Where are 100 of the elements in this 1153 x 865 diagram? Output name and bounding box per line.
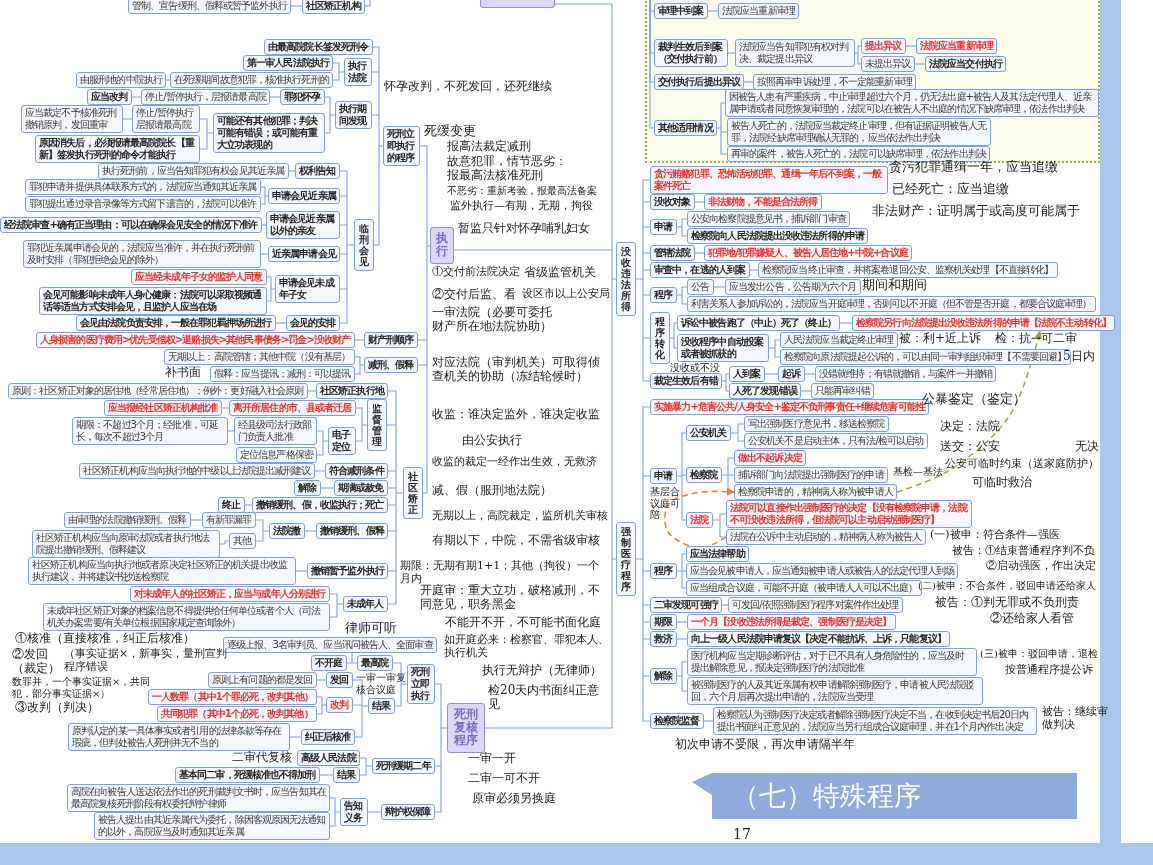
topic-box: 其他适用情况: [654, 120, 717, 136]
handwritten-note: 17: [733, 826, 751, 843]
topic-box: 离开所居住的市、县或者迁居: [229, 400, 356, 416]
connector-line: [289, 736, 302, 738]
handwritten-note: 期间和期间: [862, 278, 927, 293]
topic-box: 撤销缓刑、假释: [316, 523, 388, 539]
handwritten-note: 初次申请不受限，再次申请隔半年: [675, 738, 855, 752]
topic-box: 审查中，在逃的人到案: [650, 262, 750, 278]
topic-box: 申请: [650, 219, 677, 235]
topic-box: 对未成年人的社区矫正，应当与成年人分别进行: [130, 586, 330, 602]
topic-box: 被强制医疗的人及其近亲属有权申请解除强制医疗，申请被人民法院驳回，六个月后再次提出申请的，法院应当受理: [687, 677, 983, 705]
topic-box: 申请会见近亲属以外的亲友: [266, 211, 340, 239]
topic-box: 电子定位: [328, 427, 356, 455]
topic-box: 结果: [368, 698, 395, 714]
connector-line: [676, 432, 687, 521]
connector-line: [320, 487, 335, 489]
topic-box: 法院: [686, 512, 713, 528]
handwritten-note: 故意犯罪，情节恶劣：报最高法核准死刑: [447, 155, 568, 183]
handwritten-note: 期限：无期有期1+1；其他（拘役）一个月内: [400, 560, 601, 585]
topic-box: 罪犯提出通过录音录像等方式留下遗言的，法院可以准许: [25, 196, 261, 212]
handwritten-note: ②交付后监、看: [432, 288, 516, 302]
connector-line: [839, 322, 853, 324]
handwritten-note: 一审一审复核合议庭: [356, 672, 406, 695]
topic-box: 由服刑地的中院执行: [76, 72, 166, 88]
topic-box: 可能还有其他犯罪；判决可能有错误；或可能有重大立功表现的: [213, 113, 325, 153]
topic-box: 在死缓期间故意犯罪，核准执行死刑的: [170, 72, 333, 88]
topic-box: 法院可以直接作出强制医疗的决定【没有检察院申请，法院不可没收违法所得，但法院可以主动启动强制医疗】: [726, 500, 972, 528]
handwritten-note: 不恶劣：重新考验，报最高法备案: [447, 185, 597, 197]
handwritten-note: ①交付前法院决定: [432, 266, 520, 279]
topic-box: 不开庭: [311, 655, 347, 671]
topic-box: 只能再审纠错: [811, 383, 874, 399]
topic-box: 纠正后核准: [301, 729, 355, 745]
connector-line: [676, 218, 688, 237]
topic-box: 被告人提出由其近亲属代为委托，除因客观原因无法通知的以外，高院应当及时通知其近亲属: [94, 812, 330, 840]
handwritten-note: 二审一可不开: [468, 772, 540, 786]
connector-line: [290, 5, 303, 7]
topic-box: 未提出异议: [861, 56, 915, 72]
handwritten-note: 决定：法院: [940, 420, 1000, 434]
topic-box: 最高院: [357, 655, 393, 671]
handwritten-note: 死缓变更: [424, 124, 476, 139]
connector-line: [346, 652, 358, 664]
topic-box: 捕诉部门向法院提出强制医疗的申请: [734, 467, 888, 483]
connector-line: [716, 102, 728, 155]
topic-box: 死刑立即执行的程序: [383, 126, 420, 166]
main-topic-box: 死刑复核程序: [447, 703, 485, 753]
handwritten-note: 一审一开: [468, 752, 516, 766]
handwritten-note: 没收或不没: [670, 362, 720, 374]
connector-line: [804, 373, 816, 375]
handwritten-note: 收监：谁决定监外，谁决定收监: [432, 408, 600, 422]
handwritten-note: 收监的裁定一经作出生效，无救济: [432, 456, 597, 469]
topic-box: 审理中到案: [654, 3, 708, 19]
topic-box: 解除: [650, 668, 677, 684]
handwritten-note: 补书面: [165, 366, 201, 380]
topic-box: 检察院监督: [650, 713, 704, 729]
topic-box: 应当裁定不予核准死刑撤销原判，发回重审: [21, 105, 123, 133]
handwritten-note: 被告：①结束普通程序判不负: [952, 545, 1095, 558]
topic-box: 没收程序中自动投案或者被抓获的: [677, 334, 769, 362]
topic-box: 管制、宣告缓刑、假释或暂予监外执行: [128, 0, 291, 14]
connector-line: [635, 406, 651, 722]
topic-box: 执行期间发现: [335, 101, 372, 129]
connector-line: [713, 286, 726, 288]
topic-box: 利害关系人参加诉讼的，法院应当开庭审理，否则可以不开庭（但不管是否开庭，都要合议庭审理）: [687, 296, 1096, 312]
handwritten-note: 对应法院（审判机关）可取得侦查机关的协助（冻结轮候时）: [432, 356, 601, 384]
topic-box: 强制医疗程序: [616, 522, 636, 596]
topic-box: 向上一级人民法院申请复议【决定不能抗诉、上诉，只能复议】: [687, 631, 950, 647]
connector-line: [694, 252, 705, 254]
connector-line: [355, 407, 368, 442]
topic-box: 检察院认为强制医疗决定或者解除强制医疗决定不当，在收到决定书后20日内提出书面纠正意见的，法院应当另行组成合议庭审理，并在1个月内作出决定: [713, 707, 1037, 735]
connector-line: [676, 553, 687, 589]
topic-box: 符合减刑条件: [325, 463, 388, 479]
topic-box: 高院在向被告人送达依法作出的死刑裁判文书时，应当告知其在最高院复核死刑阶段有权委托辩护律师: [67, 784, 330, 812]
handwritten-note: (二)被申：不合条件，驳回申请还给家人: [918, 580, 1096, 592]
connector-line: [329, 797, 341, 827]
topic-box: 交付执行后提出异议: [654, 74, 744, 90]
topic-box: 法院在公诉中主动启动的，精神病人称为被告人: [726, 529, 926, 545]
topic-box: 告知义务: [340, 798, 368, 826]
connector-line: [295, 570, 308, 572]
topic-box: 贪污贿赂犯罪、恐怖活动犯罪、通缉一年后不到案，一般案件死亡: [650, 166, 888, 194]
topic-box: 死刑缓期二年: [372, 758, 435, 774]
topic-box: 检察院向人民法院提出没收违法所得的申请: [687, 228, 868, 244]
topic-box: 法院应当交付执行: [925, 56, 1006, 72]
topic-box: 无期以上：高院管辖；其他中院（没有基层）: [164, 349, 355, 365]
topic-box: 救济: [650, 631, 677, 647]
topic-box: 按照再审申诉处理，不一定能重新审理: [753, 74, 916, 90]
topic-box: 死刑立即执行: [407, 664, 435, 704]
handwritten-note: (三)被申：驳回申请，退检: [980, 648, 1098, 660]
handwritten-note: 检20天内书面纠正意见: [488, 684, 601, 712]
handwritten-note: ①核准（直接核准，纠正后核准）: [15, 632, 195, 646]
topic-box: 公安机关: [686, 425, 731, 441]
topic-box: 申请: [650, 468, 677, 484]
connector-line: [260, 253, 269, 255]
handwritten-note: 被告：①判无罪或不负刑责: [935, 596, 1079, 610]
connector-line: [359, 757, 373, 776]
connector-line: [743, 81, 754, 83]
connector-line: [244, 504, 253, 506]
connector-line: [329, 593, 344, 618]
connector-line: [269, 96, 281, 98]
connector-line: [319, 774, 334, 776]
topic-box: 经法院审查+确有正当理由：可以在确保会见安全的情况下准许: [0, 217, 262, 233]
handwritten-note: 律师可听: [345, 621, 397, 636]
